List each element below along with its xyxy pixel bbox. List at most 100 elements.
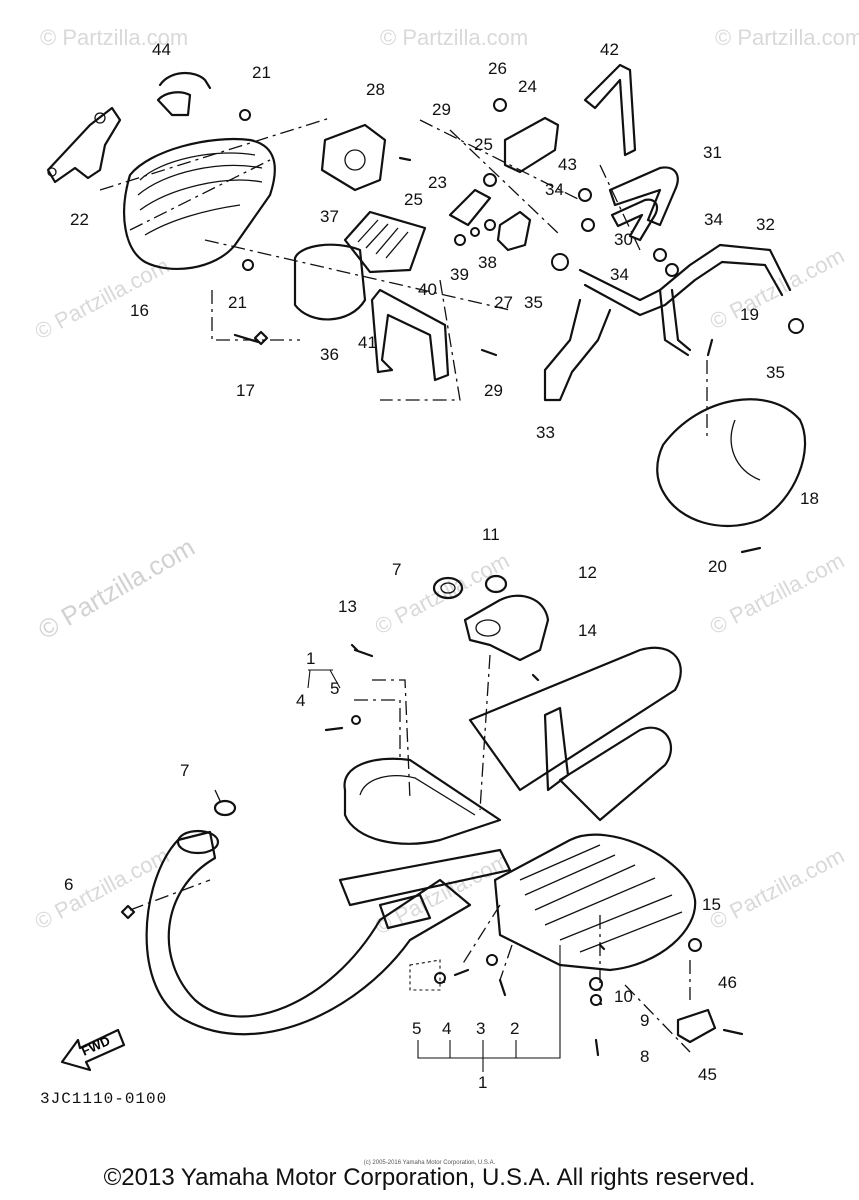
callout-10: 10 xyxy=(614,987,633,1006)
watermark: © Partzilla.com xyxy=(40,25,188,50)
cover-16 xyxy=(123,138,276,271)
hose-23 xyxy=(448,188,492,227)
gasket-11 xyxy=(484,574,508,594)
callout-6: 6 xyxy=(64,875,73,894)
callout-34c: 34 xyxy=(610,265,629,284)
callout-28: 28 xyxy=(366,80,385,99)
watermark: © Partzilla.com xyxy=(31,253,174,345)
callout-23: 23 xyxy=(428,173,447,192)
callout-39: 39 xyxy=(450,265,469,284)
callout-19: 19 xyxy=(740,305,759,324)
flange-12 xyxy=(463,594,550,662)
watermark: © Partzilla.com xyxy=(706,243,849,335)
callout-29: 29 xyxy=(432,100,451,119)
callout-34: 34 xyxy=(545,180,564,199)
callout-4: 4 xyxy=(296,691,305,710)
callout-5b: 5 xyxy=(412,1019,421,1038)
callout-16: 16 xyxy=(130,301,149,320)
callout-3: 3 xyxy=(476,1019,485,1038)
callout-29b: 29 xyxy=(484,381,503,400)
front-pipe xyxy=(145,830,472,1036)
callout-24: 24 xyxy=(518,77,537,96)
bracket-22 xyxy=(46,106,122,184)
callout-37: 37 xyxy=(320,207,339,226)
callout-35b: 35 xyxy=(766,363,785,382)
cover-18 xyxy=(656,398,807,528)
callout-38: 38 xyxy=(478,253,497,272)
callout-2: 2 xyxy=(510,1019,519,1038)
muffler-upper xyxy=(468,646,682,792)
callout-21: 21 xyxy=(252,63,271,82)
callout-44: 44 xyxy=(152,40,171,59)
callout-1: 1 xyxy=(306,649,315,668)
gasket-7 xyxy=(432,576,464,600)
callout-34b: 34 xyxy=(704,210,723,229)
callout-7b: 7 xyxy=(180,761,189,780)
callout-27: 27 xyxy=(494,293,513,312)
pipe-32 xyxy=(578,243,792,317)
fwd-arrow-icon: FWD xyxy=(60,1028,126,1072)
callout-30: 30 xyxy=(614,230,633,249)
hose-30 xyxy=(610,198,659,242)
callout-25b: 25 xyxy=(404,190,423,209)
callout-31: 31 xyxy=(703,143,722,162)
copyright-notice: ©2013 Yamaha Motor Corporation, U.S.A. A… xyxy=(103,1164,756,1191)
bracket-41 xyxy=(370,288,450,382)
callout-41: 41 xyxy=(358,333,377,352)
hose-44 xyxy=(156,72,212,117)
callout-8: 8 xyxy=(640,1047,649,1066)
callout-36: 36 xyxy=(320,345,339,364)
callout-25: 25 xyxy=(474,135,493,154)
callout-40: 40 xyxy=(418,280,437,299)
callout-42: 42 xyxy=(600,40,619,59)
reed-valve-24 xyxy=(503,116,560,174)
bracket-45 xyxy=(676,1008,717,1044)
watermark: © Partzilla.com xyxy=(706,548,849,640)
filter-37 xyxy=(343,210,427,274)
callout-1b: 1 xyxy=(478,1073,487,1092)
upper-assembly xyxy=(46,63,807,554)
case-36 xyxy=(293,243,367,321)
diagram-code: 3JC1110-0100 xyxy=(40,1090,168,1108)
callout-18: 18 xyxy=(800,489,819,508)
callout-5: 5 xyxy=(330,679,339,698)
callout-14: 14 xyxy=(578,621,597,640)
callout-group: 44 21 28 29 26 24 42 25 43 31 22 23 34 3… xyxy=(64,40,819,1092)
callout-22: 22 xyxy=(70,210,89,229)
callout-11: 11 xyxy=(482,525,500,544)
callout-26: 26 xyxy=(488,59,507,78)
callout-4b: 4 xyxy=(442,1019,451,1038)
watermark-group: © Partzilla.com © Partzilla.com © Partzi… xyxy=(31,25,859,939)
watermark: © Partzilla.com xyxy=(715,25,859,50)
pipe-loop xyxy=(343,757,502,845)
callout-15: 15 xyxy=(702,895,721,914)
callout-12: 12 xyxy=(578,563,597,582)
callout-7: 7 xyxy=(392,560,401,579)
callout-43: 43 xyxy=(558,155,577,174)
tiny-copyright: (c) 2005-2016 Yamaha Motor Corporation, … xyxy=(363,1160,496,1166)
callout-33: 33 xyxy=(536,423,555,442)
hose-31 xyxy=(608,166,679,227)
muffler-1 xyxy=(493,833,697,972)
callout-32: 32 xyxy=(756,215,775,234)
fwd-label: FWD xyxy=(79,1033,112,1059)
callout-21b: 21 xyxy=(228,293,247,312)
callout-9: 9 xyxy=(640,1011,649,1030)
flange-front xyxy=(176,829,220,855)
pipe-33 xyxy=(658,288,692,357)
callout-35: 35 xyxy=(524,293,543,312)
joint-27 xyxy=(496,210,532,252)
hose-42 xyxy=(583,63,637,157)
lower-assembly xyxy=(120,574,744,1072)
valve-28 xyxy=(320,123,387,192)
watermark: © Partzilla.com xyxy=(33,532,200,646)
callout-20: 20 xyxy=(708,557,727,576)
callout-13: 13 xyxy=(338,597,357,616)
callout-46: 46 xyxy=(718,973,737,992)
watermark: © Partzilla.com xyxy=(706,843,849,935)
callout-17: 17 xyxy=(236,381,255,400)
callout-45: 45 xyxy=(698,1065,717,1084)
watermark: © Partzilla.com xyxy=(380,25,528,50)
gasket-7 xyxy=(213,799,237,817)
